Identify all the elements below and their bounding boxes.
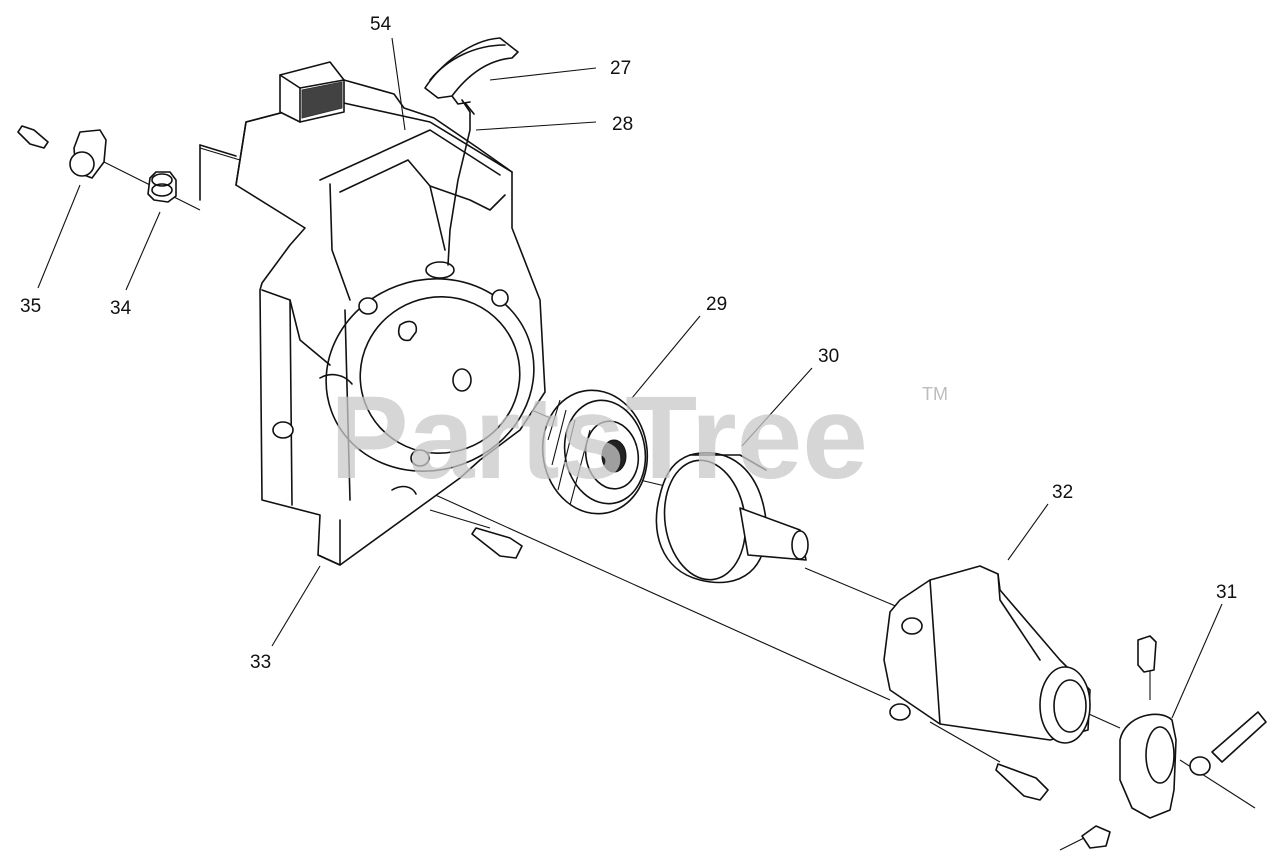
hub-shaft-part-30 bbox=[655, 452, 809, 584]
callout-31: 31 bbox=[1216, 582, 1237, 603]
starter-handle-part-27 bbox=[424, 37, 519, 105]
bolts bbox=[471, 527, 1049, 801]
svg-text:PartsTree: PartsTree bbox=[330, 372, 868, 504]
pulley-part-29 bbox=[541, 389, 649, 515]
callout-34: 34 bbox=[110, 298, 132, 319]
callout-33: 33 bbox=[250, 652, 271, 673]
starter-housing-part-54 bbox=[199, 61, 546, 566]
callout-54: 54 bbox=[370, 14, 392, 35]
starter-rope-part-28 bbox=[447, 99, 475, 266]
callout-27: 27 bbox=[610, 58, 631, 79]
nut-part-34 bbox=[147, 171, 177, 203]
screw-clamp-part-35 bbox=[17, 125, 107, 179]
callout-30: 30 bbox=[818, 346, 839, 367]
callout-35: 35 bbox=[20, 296, 41, 317]
callout-28: 28 bbox=[612, 114, 633, 135]
leader-lines bbox=[37, 37, 1223, 719]
clamp-part-31 bbox=[1081, 635, 1267, 849]
callout-29: 29 bbox=[706, 294, 727, 315]
callout-labels: 54 27 28 35 34 29 30 32 31 33 bbox=[20, 14, 1237, 673]
svg-text:TM: TM bbox=[922, 384, 948, 404]
partstree-watermark: PartsTree TM bbox=[330, 372, 948, 504]
cone-cover-part-32 bbox=[883, 565, 1091, 744]
callout-32: 32 bbox=[1052, 482, 1073, 503]
